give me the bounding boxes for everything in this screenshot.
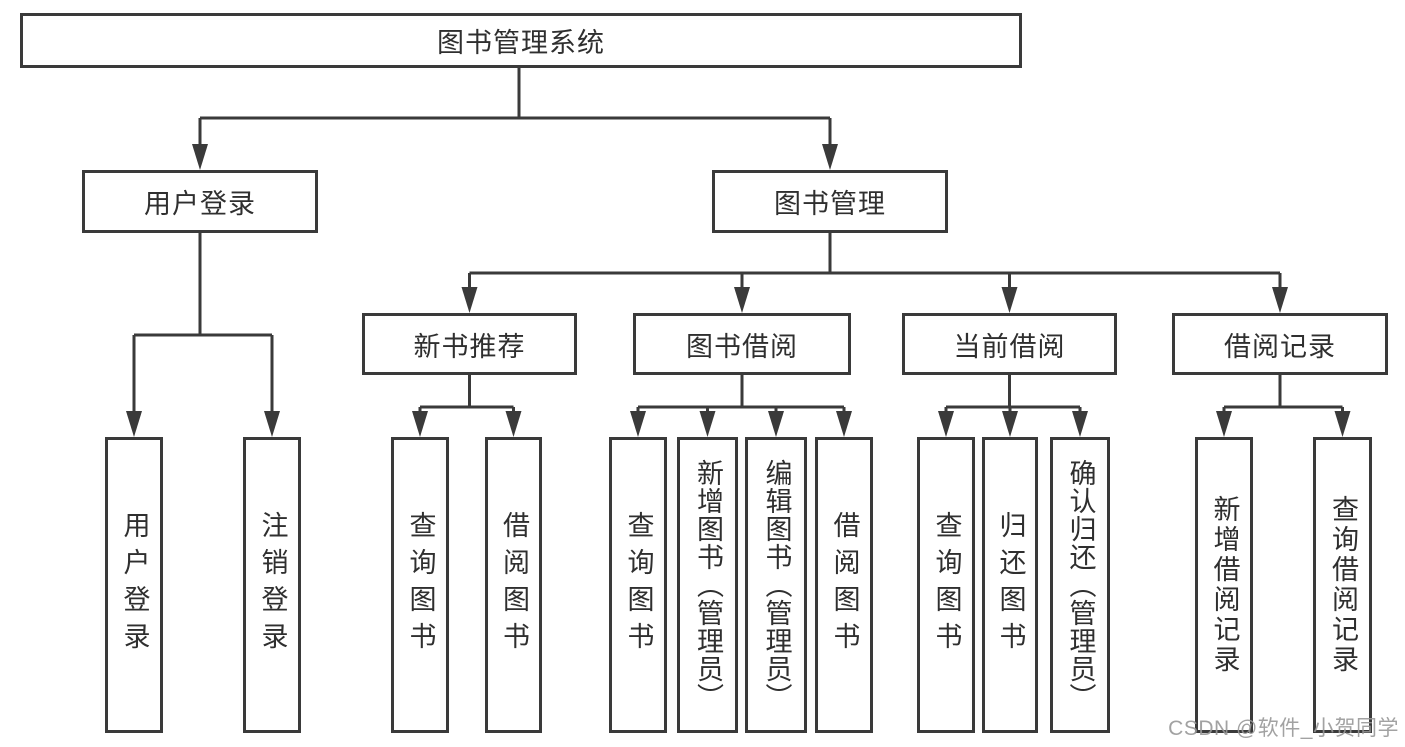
node-label: 查询借阅记录	[1328, 495, 1358, 675]
node-label: 用户登录	[119, 511, 150, 659]
connector-bookmgmt-to-level3	[461, 233, 1288, 313]
node-label: 用户登录	[144, 189, 256, 219]
connector-userlogin-to-leaves	[126, 233, 280, 437]
connector-root-to-level2	[192, 68, 838, 170]
node-label: 编辑图书（管理员）	[761, 459, 792, 711]
node-label: 归还图书	[995, 511, 1026, 659]
leaf-user-login: 用户登录	[105, 437, 163, 733]
node-book-borrowing: 图书借阅	[633, 313, 851, 375]
leaf-query-books-borrow: 查询图书	[609, 437, 667, 733]
node-label: 注销登录	[257, 511, 288, 659]
node-label: 新增借阅记录	[1209, 495, 1240, 675]
node-label: 图书管理	[774, 189, 886, 219]
leaf-query-books-recommend: 查询图书	[391, 437, 449, 733]
node-user-login: 用户登录	[82, 170, 318, 233]
node-current-borrowing: 当前借阅	[902, 313, 1117, 375]
leaf-borrow-books: 借阅图书	[815, 437, 873, 733]
leaf-return-books: 归还图书	[982, 437, 1038, 733]
node-label: 查询图书	[623, 511, 654, 659]
leaf-confirm-return-admin: 确认归还（管理员）	[1050, 437, 1110, 733]
node-label: 当前借阅	[953, 331, 1066, 362]
node-label: 借阅图书	[499, 511, 529, 659]
node-label: 图书借阅	[686, 331, 798, 362]
leaf-edit-book-admin: 编辑图书（管理员）	[745, 437, 807, 733]
csdn-watermark: CSDN @软件_小贺同学	[1168, 717, 1399, 740]
node-label: 借阅图书	[829, 511, 860, 659]
node-label: 图书管理系统	[437, 28, 605, 58]
node-label: 借阅记录	[1224, 331, 1336, 362]
leaf-query-books-current: 查询图书	[917, 437, 975, 733]
node-label: 确认归还（管理员）	[1065, 459, 1096, 711]
leaf-query-borrow-record: 查询借阅记录	[1313, 437, 1372, 733]
node-label: 查询图书	[405, 511, 436, 659]
connector-currentborrow-to-leaves	[938, 375, 1088, 437]
leaf-logout: 注销登录	[243, 437, 301, 733]
connector-bookborrow-to-leaves	[630, 375, 852, 437]
leaf-add-borrow-record: 新增借阅记录	[1195, 437, 1253, 733]
connector-borrowrecords-to-leaves	[1216, 375, 1351, 437]
node-label: 新书推荐	[413, 331, 526, 362]
node-book-management: 图书管理	[712, 170, 948, 233]
node-label: 新增图书（管理员）	[693, 459, 723, 711]
node-root: 图书管理系统	[20, 13, 1022, 68]
node-new-book-recommend: 新书推荐	[362, 313, 577, 375]
node-label: 查询图书	[931, 511, 962, 659]
leaf-add-book-admin: 新增图书（管理员）	[677, 437, 738, 733]
connector-newbook-to-leaves	[412, 375, 522, 437]
leaf-borrow-books-recommend: 借阅图书	[485, 437, 542, 733]
node-borrowing-records: 借阅记录	[1172, 313, 1388, 375]
